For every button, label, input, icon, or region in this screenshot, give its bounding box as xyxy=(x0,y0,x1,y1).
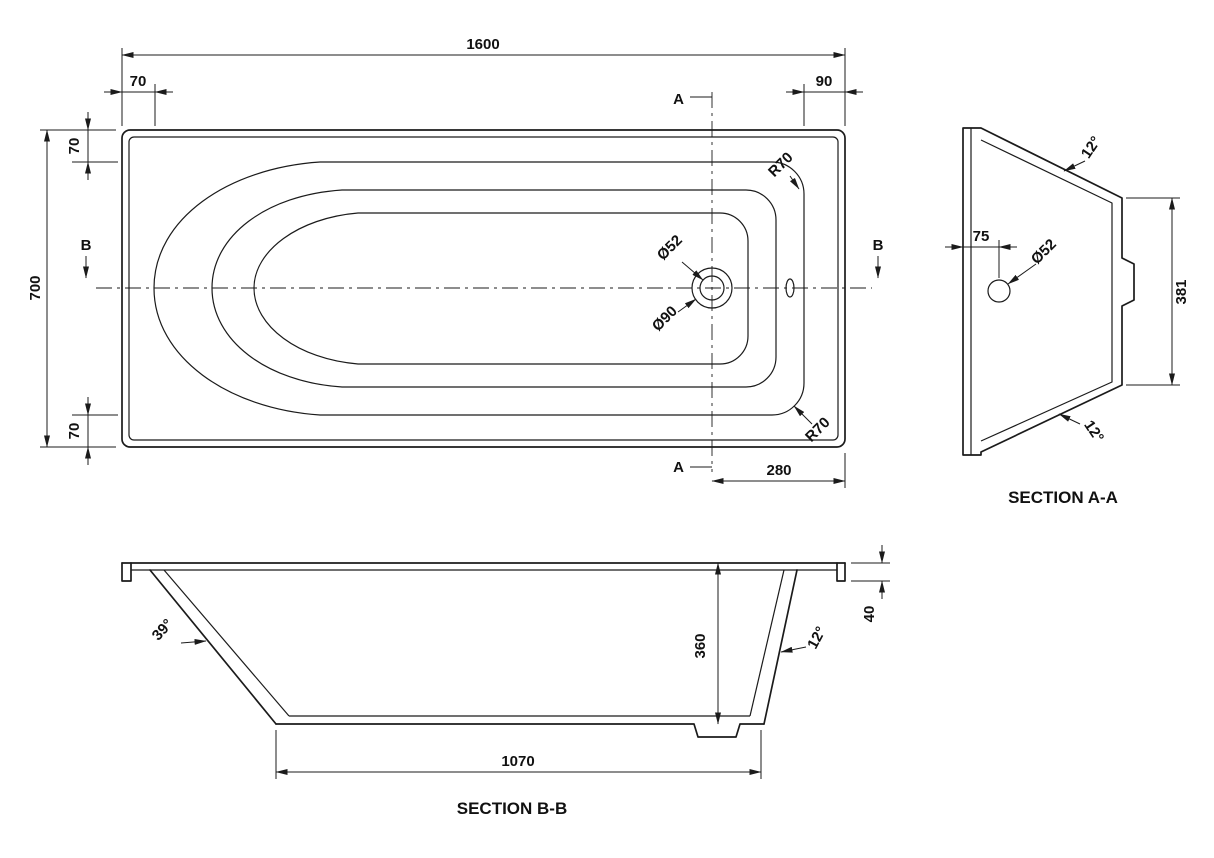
angle-top-label: 12° xyxy=(1078,133,1105,161)
section-bb-left-wall-outer xyxy=(149,569,277,725)
section-aa-view: 75 Ø52 381 12° 12° SECTION A-A xyxy=(945,127,1190,507)
overflow-dia-label: Ø52 xyxy=(1028,236,1060,268)
dim-rim-edge-label: 40 xyxy=(861,606,878,623)
r70-bottom-leader xyxy=(793,405,813,425)
section-bb-right-cap xyxy=(836,562,846,582)
section-bb-view: 360 40 1070 39° 12° SECTION B-B xyxy=(121,545,890,818)
plan-basin-mid-outline xyxy=(211,189,777,388)
waste-outer-dia-label: Ø90 xyxy=(649,303,681,335)
plan-waste-inner-circle xyxy=(699,275,725,301)
section-aa-inner-profile xyxy=(980,139,1113,442)
section-bb-base-outer xyxy=(275,723,765,738)
section-bb-left-cap xyxy=(121,562,132,582)
overflow-dia-leader xyxy=(1007,263,1037,285)
plan-overflow-slot xyxy=(785,278,795,298)
dim-internal-height-label: 381 xyxy=(1173,279,1190,304)
plan-view: 1600 70 90 700 70 70 280 xyxy=(27,36,884,488)
plan-basin-bottom-outline xyxy=(253,212,749,365)
plan-inner-rim-outline xyxy=(128,136,839,441)
angle-head-leader xyxy=(180,638,207,645)
section-aa-outer-profile xyxy=(962,127,1135,456)
section-b-right-label: B xyxy=(873,237,884,254)
plan-outer-rim-outline xyxy=(121,129,846,448)
angle-bottom-leader xyxy=(1058,413,1081,425)
section-aa-overflow-hole xyxy=(987,279,1011,303)
section-a-bottom-label: A xyxy=(673,459,684,476)
r70-top-leader xyxy=(789,175,800,190)
plan-waste-outer-circle xyxy=(691,267,733,309)
waste-inner-dia-label: Ø52 xyxy=(654,232,686,264)
dim-rim-top-label: 70 xyxy=(66,138,83,155)
angle-head-label: 39° xyxy=(149,616,177,644)
waste-inner-leader xyxy=(681,261,704,281)
section-bb-left-wall-inner xyxy=(163,569,290,717)
dim-depth-label: 360 xyxy=(692,633,709,658)
angle-foot-leader xyxy=(780,646,807,653)
dim-length-label: 1600 xyxy=(466,36,499,53)
angle-top-leader xyxy=(1063,160,1086,172)
section-bb-right-wall-outer xyxy=(763,569,798,725)
angle-bottom-label: 12° xyxy=(1080,417,1107,445)
radius-top-label: R70 xyxy=(765,149,796,180)
section-bb-right-wall-inner xyxy=(749,569,785,717)
angle-foot-label: 12° xyxy=(804,624,830,652)
waste-outer-leader xyxy=(677,298,697,313)
section-b-left-label: B xyxy=(81,237,92,254)
section-a-top-label: A xyxy=(673,91,684,108)
dim-overflow-offset-label: 75 xyxy=(973,228,990,245)
plan-basin-top-outline xyxy=(153,161,805,416)
dim-drain-offset-label: 280 xyxy=(766,462,791,479)
dim-rim-bottom-label: 70 xyxy=(66,423,83,440)
dim-rim-left-label: 70 xyxy=(130,73,147,90)
dim-base-length-label: 1070 xyxy=(501,753,534,770)
dim-rim-right-label: 90 xyxy=(816,73,833,90)
dim-width-label: 700 xyxy=(27,275,44,300)
section-bb-title: SECTION B-B xyxy=(457,799,568,818)
section-aa-title: SECTION A-A xyxy=(1008,488,1118,507)
